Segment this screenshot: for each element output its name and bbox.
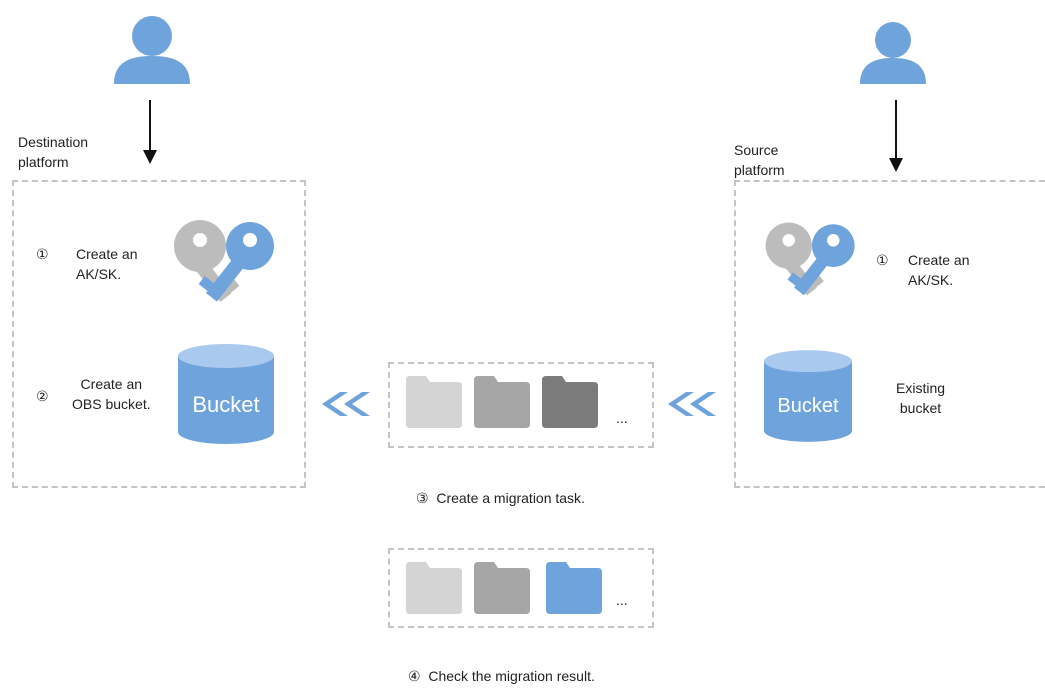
destination-bucket-icon: Bucket bbox=[178, 344, 274, 444]
migration-task-box bbox=[388, 362, 654, 448]
migration-arrow-right bbox=[668, 392, 716, 416]
destination-platform-label: Destination platform bbox=[18, 134, 89, 170]
folder-icon-dark bbox=[542, 376, 598, 428]
migration-arrow-left bbox=[322, 392, 370, 416]
destination-step1-label: Create an AK/SK. bbox=[76, 246, 138, 282]
destination-step2-number: ② bbox=[36, 388, 49, 404]
step4-label: ④ Check the migration result. bbox=[408, 668, 595, 684]
source-step1-label: Create an AK/SK. bbox=[908, 252, 970, 288]
source-key-icon bbox=[765, 222, 855, 296]
folder-icon-light bbox=[406, 376, 462, 428]
destination-step1-number: ① bbox=[36, 246, 49, 262]
result-folder-icon-mid bbox=[474, 562, 530, 614]
migration-task-ellipsis: ... bbox=[616, 410, 628, 426]
migration-result-ellipsis: ... bbox=[616, 592, 628, 608]
existing-bucket-label: Existing bucket bbox=[896, 380, 946, 416]
destination-platform-box bbox=[12, 180, 306, 488]
source-platform-label: Source platform bbox=[734, 142, 785, 178]
source-down-arrow bbox=[889, 100, 903, 172]
folder-icon-mid bbox=[474, 376, 530, 428]
result-folder-icon-blue bbox=[546, 562, 602, 614]
destination-down-arrow bbox=[143, 100, 157, 164]
migration-result-box bbox=[388, 548, 654, 628]
source-bucket-icon: Bucket bbox=[764, 350, 852, 442]
source-bucket-label: Bucket bbox=[777, 395, 839, 417]
destination-key-icon bbox=[174, 220, 274, 302]
destination-bucket-label: Bucket bbox=[192, 392, 260, 417]
step3-label: ③ Create a migration task. bbox=[416, 490, 585, 506]
source-user-icon bbox=[860, 22, 926, 84]
destination-user-icon bbox=[114, 16, 190, 84]
result-folder-icon-light bbox=[406, 562, 462, 614]
destination-step2-label: Create an OBS bucket. bbox=[72, 376, 151, 412]
source-platform-box bbox=[734, 180, 1045, 488]
source-step1-number: ① bbox=[876, 252, 889, 268]
